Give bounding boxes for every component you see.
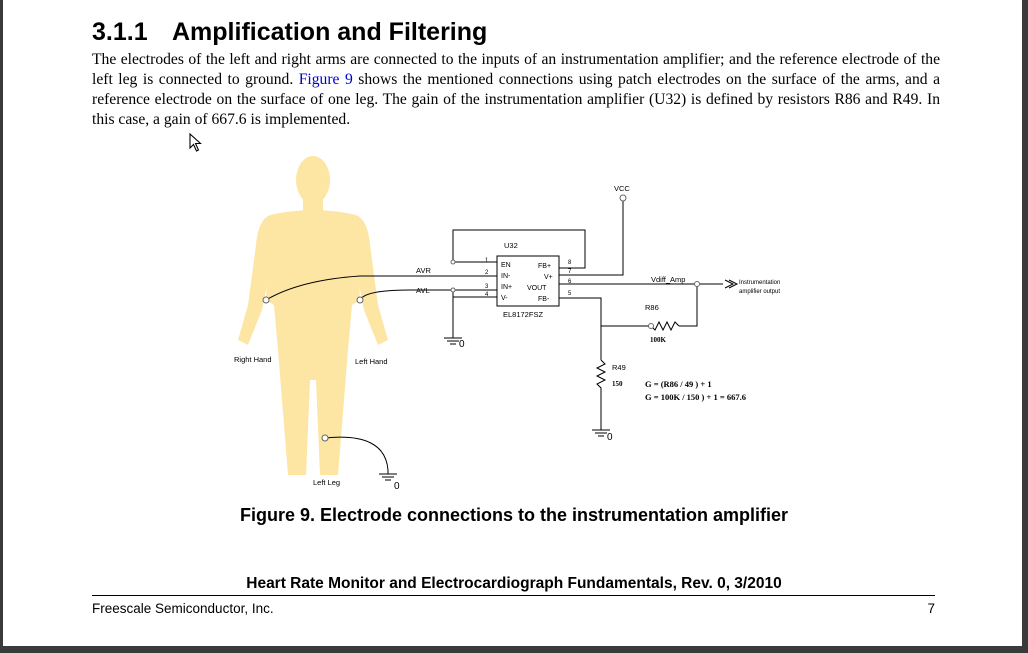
section-heading: 3.1.1 Amplification and Filtering	[92, 18, 487, 47]
u32-chip-body	[496, 255, 560, 307]
pin-label-fb-plus: FB+	[538, 263, 551, 270]
left-leg-electrode-wire	[324, 436, 389, 471]
electrode-circuit-figure: Right Hand Left Hand Left Leg AVR AVL U3…	[234, 156, 780, 492]
net-avl-label: AVL	[416, 286, 430, 295]
figure-9-link[interactable]: Figure 9	[298, 71, 353, 88]
r86-ref-label: R86	[645, 303, 659, 312]
pin-number-6: 6	[568, 279, 572, 285]
pin-label-in-minus: IN-	[501, 273, 511, 280]
footer-rule	[92, 595, 935, 596]
pin-number-4: 4	[485, 292, 489, 298]
r49-resistor	[595, 359, 607, 425]
figure-caption: Figure 9. Electrode connections to the i…	[239, 505, 789, 525]
pin-label-fb-minus: FB-	[538, 296, 550, 303]
pin-label-v-minus: V-	[501, 295, 508, 302]
pin-label-en: EN	[501, 262, 511, 269]
page-number: 7	[927, 601, 935, 616]
r49-ref-label: R49	[612, 363, 626, 372]
section-title: Amplification and Filtering	[172, 18, 488, 46]
pin-number-7: 7	[568, 269, 572, 275]
vdiff-label: Vdiff_Amp	[651, 275, 685, 284]
ground-label-chip: 0	[459, 339, 465, 350]
r86-value-label: 100K	[650, 336, 667, 344]
net-avr-label: AVR	[416, 266, 431, 275]
right-hand-label: Right Hand	[234, 355, 272, 364]
gain-formula-2: G = 100K / 150 ) + 1 = 667.6	[645, 392, 746, 402]
left-leg-label: Left Leg	[313, 478, 340, 487]
footer-company: Freescale Semiconductor, Inc.	[92, 601, 274, 616]
pin-number-3: 3	[485, 284, 489, 290]
r49-value-label: 150	[612, 380, 623, 388]
ground-label-r49: 0	[607, 432, 613, 443]
paragraph-text-2: shows the mentioned connections using pa…	[92, 71, 940, 128]
pin-number-2: 2	[485, 270, 489, 276]
left-hand-label: Left Hand	[355, 357, 388, 366]
left-leg-electrode	[321, 434, 329, 442]
pin-label-vout: VOUT	[527, 285, 547, 292]
left-hand-electrode	[356, 296, 364, 304]
u32-ref-label: U32	[504, 241, 518, 250]
output-label-line1: Instrumentation	[739, 280, 780, 286]
right-hand-electrode	[262, 296, 270, 304]
vcc-label: VCC	[614, 184, 630, 193]
gain-formula-1: G = (R86 / 49 ) + 1	[645, 379, 712, 389]
ground-label-leg: 0	[394, 481, 400, 492]
body-paragraph: The electrodes of the left and right arm…	[92, 50, 940, 130]
pin-label-in-plus: IN+	[501, 284, 512, 291]
pin-number-8: 8	[568, 260, 572, 266]
paragraph-text-1: The electrodes of the left and right arm…	[92, 51, 940, 88]
footer-document-title: Heart Rate Monitor and Electrocardiograp…	[246, 575, 782, 592]
mouse-pointer-icon	[189, 133, 202, 152]
r86-resistor	[601, 320, 680, 332]
section-number: 3.1.1	[92, 18, 148, 46]
vcc-terminal	[619, 194, 627, 202]
right-hand-electrode-wire	[265, 275, 453, 301]
pin-number-1: 1	[485, 258, 489, 264]
output-label-line2: amplifier output	[739, 289, 780, 295]
pin-label-v-plus: V+	[544, 274, 553, 281]
human-body-silhouette	[238, 156, 388, 475]
chip-part-label: EL8172FSZ	[503, 310, 543, 319]
document-page	[3, 0, 1022, 646]
pin-number-5: 5	[568, 291, 572, 297]
